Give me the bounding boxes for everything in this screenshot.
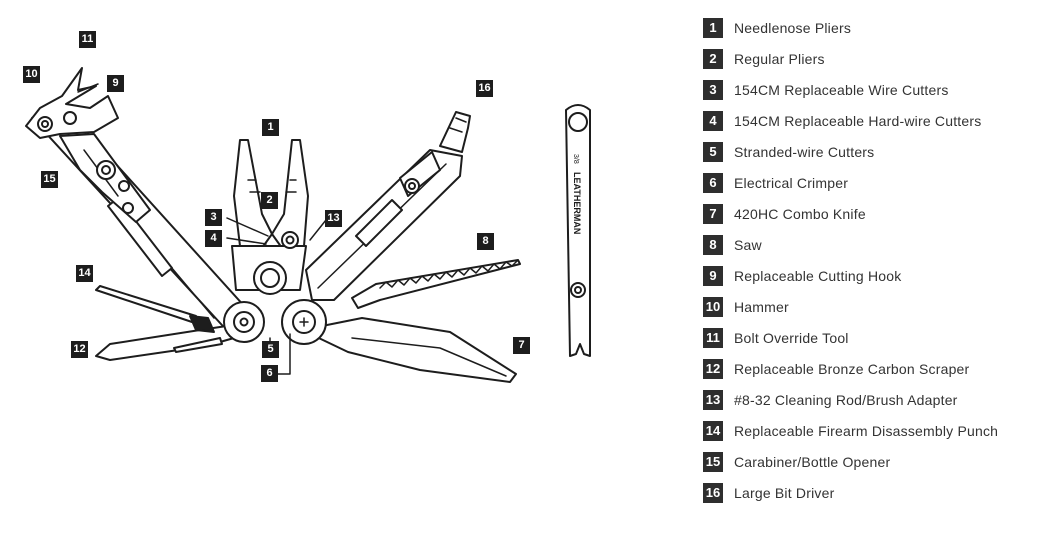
hammer-tool	[25, 67, 119, 139]
legend-label: #8-32 Cleaning Rod/Brush Adapter	[734, 392, 958, 408]
legend-label: 154CM Replaceable Hard-wire Cutters	[734, 113, 982, 129]
legend-number: 7	[703, 204, 723, 224]
legend-item: 6 Electrical Crimper	[703, 173, 998, 204]
legend-label: 154CM Replaceable Wire Cutters	[734, 82, 949, 98]
legend-number: 2	[703, 49, 723, 69]
callout-9: 9	[107, 75, 124, 92]
right-handle	[305, 111, 471, 301]
callout-8: 8	[477, 233, 494, 250]
bit-driver-extension	[565, 104, 591, 357]
callout-14: 14	[76, 265, 93, 282]
callout-3: 3	[205, 209, 222, 226]
legend-number: 11	[703, 328, 723, 348]
multitool-illustration: LEATHERMAN 3/8	[25, 67, 591, 383]
legend-number: 12	[703, 359, 723, 379]
legend-number: 8	[703, 235, 723, 255]
callout-1: 1	[262, 119, 279, 136]
legend-number: 9	[703, 266, 723, 286]
callout-7: 7	[513, 337, 530, 354]
legend-number: 5	[703, 142, 723, 162]
callout-4: 4	[205, 230, 222, 247]
legend-number: 15	[703, 452, 723, 472]
legend-item: 4 154CM Replaceable Hard-wire Cutters	[703, 111, 998, 142]
carabiner-tool	[59, 133, 151, 223]
legend-label: Needlenose Pliers	[734, 20, 852, 36]
tool-size-mark: 3/8	[572, 154, 579, 164]
legend-item: 1 Needlenose Pliers	[703, 18, 998, 49]
callout-6: 6	[261, 365, 278, 382]
callout-11: 11	[79, 31, 96, 48]
legend-item: 14 Replaceable Firearm Disassembly Punch	[703, 421, 998, 452]
legend-item: 10 Hammer	[703, 297, 998, 328]
legend-item: 2 Regular Pliers	[703, 49, 998, 80]
legend-item: 11 Bolt Override Tool	[703, 328, 998, 359]
combo-knife	[301, 317, 517, 383]
multitool-diagram: LEATHERMAN 3/8 1 2 3 4 5 6 7 8 9 10 11 1…	[23, 31, 591, 383]
legend-label: Carabiner/Bottle Opener	[734, 454, 891, 470]
legend-number: 1	[703, 18, 723, 38]
tool-logo-text: LEATHERMAN	[572, 172, 582, 234]
legend-number: 16	[703, 483, 723, 503]
legend-label: Bolt Override Tool	[734, 330, 849, 346]
legend-number: 14	[703, 421, 723, 441]
legend-label: Saw	[734, 237, 762, 253]
callout-10: 10	[23, 66, 40, 83]
disassembly-punch	[95, 285, 215, 333]
legend-number: 10	[703, 297, 723, 317]
legend-item: 15 Carabiner/Bottle Opener	[703, 452, 998, 483]
legend-number: 6	[703, 173, 723, 193]
callout-2: 2	[261, 192, 278, 209]
legend-item: 13 #8-32 Cleaning Rod/Brush Adapter	[703, 390, 998, 421]
legend-number: 3	[703, 80, 723, 100]
pivot-left	[223, 301, 265, 343]
legend-label: Replaceable Bronze Carbon Scraper	[734, 361, 970, 377]
legend-label: Large Bit Driver	[734, 485, 835, 501]
legend-label: Electrical Crimper	[734, 175, 849, 191]
legend-label: Regular Pliers	[734, 51, 825, 67]
legend-label: 420HC Combo Knife	[734, 206, 866, 222]
legend-label: Replaceable Cutting Hook	[734, 268, 902, 284]
legend-item: 8 Saw	[703, 235, 998, 266]
callout-12: 12	[71, 341, 88, 358]
legend-number: 4	[703, 111, 723, 131]
legend-label: Replaceable Firearm Disassembly Punch	[734, 423, 999, 439]
callout-13: 13	[325, 210, 342, 227]
legend-label: Hammer	[734, 299, 789, 315]
legend-item: 12 Replaceable Bronze Carbon Scraper	[703, 359, 998, 390]
legend-item: 3 154CM Replaceable Wire Cutters	[703, 80, 998, 111]
callout-15: 15	[41, 171, 58, 188]
legend-number: 13	[703, 390, 723, 410]
callout-16: 16	[476, 80, 493, 97]
legend-item: 5 Stranded-wire Cutters	[703, 142, 998, 173]
callout-5: 5	[262, 341, 279, 358]
pivot-right	[281, 299, 327, 345]
saw-blade	[351, 259, 521, 309]
legend-item: 16 Large Bit Driver	[703, 483, 998, 514]
legend-label: Stranded-wire Cutters	[734, 144, 875, 160]
pliers-jaws	[231, 139, 309, 295]
legend-item: 9 Replaceable Cutting Hook	[703, 266, 998, 297]
legend-item: 7 420HC Combo Knife	[703, 204, 998, 235]
